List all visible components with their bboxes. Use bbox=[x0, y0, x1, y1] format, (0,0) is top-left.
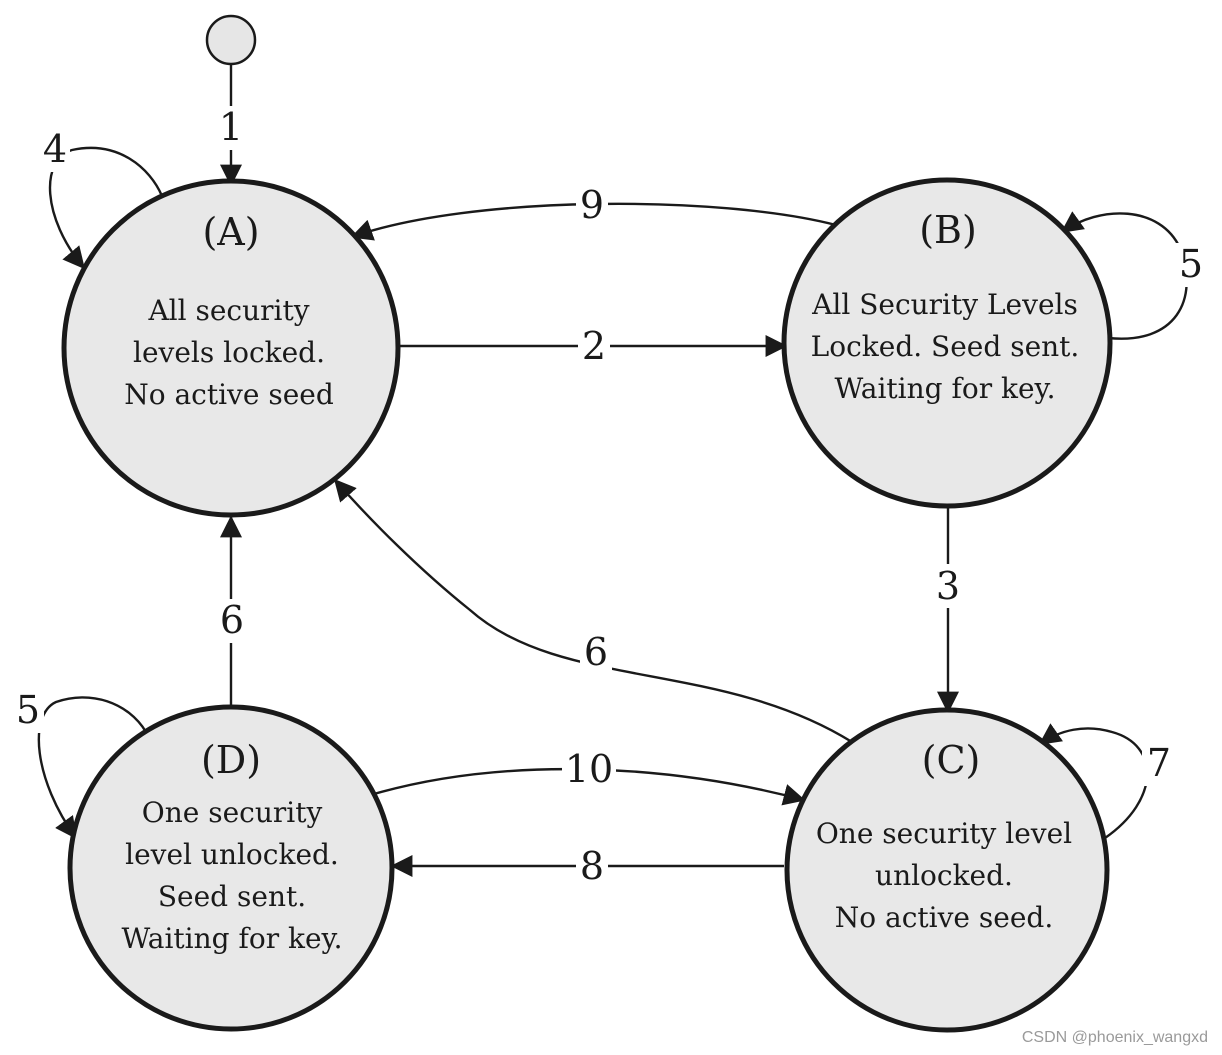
state-a-line-3: No active seed bbox=[124, 378, 334, 411]
transition-c-d-label: 8 bbox=[580, 844, 604, 888]
state-b-line-3: Waiting for key. bbox=[834, 372, 1055, 405]
state-d: (D) One security level unlocked. Seed se… bbox=[67, 704, 395, 1032]
transition-a-a-label: 4 bbox=[43, 127, 67, 171]
state-d-circle bbox=[67, 704, 395, 1032]
state-d-id: (D) bbox=[201, 738, 261, 782]
transition-b-c-label: 3 bbox=[936, 564, 960, 608]
transition-start-a-label: 1 bbox=[219, 105, 243, 149]
transition-d-d bbox=[37, 696, 148, 840]
transition-b-b-label: 5 bbox=[1179, 242, 1203, 286]
transition-d-c-label: 10 bbox=[565, 747, 613, 791]
state-b-line-1: All Security Levels bbox=[811, 288, 1078, 321]
state-b-circle bbox=[781, 177, 1113, 509]
transition-c-c bbox=[1038, 723, 1149, 839]
state-c-id: (C) bbox=[922, 738, 981, 782]
state-a-id: (A) bbox=[202, 210, 259, 254]
state-a: (A) All security levels locked. No activ… bbox=[61, 178, 401, 518]
state-b-line-2: Locked. Seed sent. bbox=[811, 330, 1080, 363]
transition-a-b-label-bg bbox=[578, 324, 610, 368]
transition-start-a-label-bg bbox=[216, 106, 246, 150]
state-a-line-1: All security bbox=[147, 294, 309, 327]
state-a-circle bbox=[61, 178, 401, 518]
state-c-circle bbox=[784, 707, 1110, 1033]
transition-b-c-label-bg bbox=[932, 564, 964, 608]
transition-c-a-label: 6 bbox=[584, 630, 608, 674]
state-c-line-1: One security level bbox=[816, 817, 1072, 850]
transition-c-c-label-bg bbox=[1142, 742, 1176, 786]
transition-b-a-label: 9 bbox=[580, 183, 604, 227]
state-d-line-4: Waiting for key. bbox=[121, 922, 342, 955]
transition-c-d-label-bg bbox=[576, 844, 608, 888]
transition-c-a bbox=[333, 478, 853, 744]
transition-a-b-label: 2 bbox=[582, 324, 606, 368]
state-c-line-3: No active seed. bbox=[835, 901, 1053, 934]
initial-state-dot bbox=[205, 14, 257, 66]
transition-d-a-label-bg bbox=[216, 599, 248, 643]
transition-d-d-label-bg bbox=[12, 689, 44, 733]
transition-a-a-loop bbox=[48, 146, 164, 270]
transition-b-b-label-bg bbox=[1174, 243, 1208, 287]
transition-d-d-label: 5 bbox=[16, 688, 40, 732]
transition-c-a-label-bg bbox=[580, 631, 612, 675]
state-b-id: (B) bbox=[919, 208, 977, 252]
transition-a-a-label-bg bbox=[40, 128, 70, 172]
transition-c-c-loop bbox=[1038, 723, 1149, 839]
transition-c-c-label: 7 bbox=[1147, 741, 1171, 785]
state-d-line-2: level unlocked. bbox=[125, 838, 339, 871]
state-b: (B) All Security Levels Locked. Seed sen… bbox=[781, 177, 1113, 509]
transition-d-d-loop bbox=[37, 696, 148, 840]
transition-c-a-arrow bbox=[333, 478, 853, 744]
transition-a-a bbox=[48, 146, 164, 270]
state-d-line-3: Seed sent. bbox=[158, 880, 306, 913]
transition-d-c-label-bg bbox=[562, 748, 616, 792]
state-c-line-2: unlocked. bbox=[875, 859, 1013, 892]
state-c: (C) One security level unlocked. No acti… bbox=[784, 707, 1110, 1033]
state-a-line-2: levels locked. bbox=[133, 336, 325, 369]
watermark-text: CSDN @phoenix_wangxd bbox=[1021, 1029, 1208, 1046]
state-d-line-1: One security bbox=[142, 796, 323, 829]
transition-d-a-label: 6 bbox=[220, 598, 244, 642]
transition-b-a-label-bg bbox=[576, 184, 608, 228]
